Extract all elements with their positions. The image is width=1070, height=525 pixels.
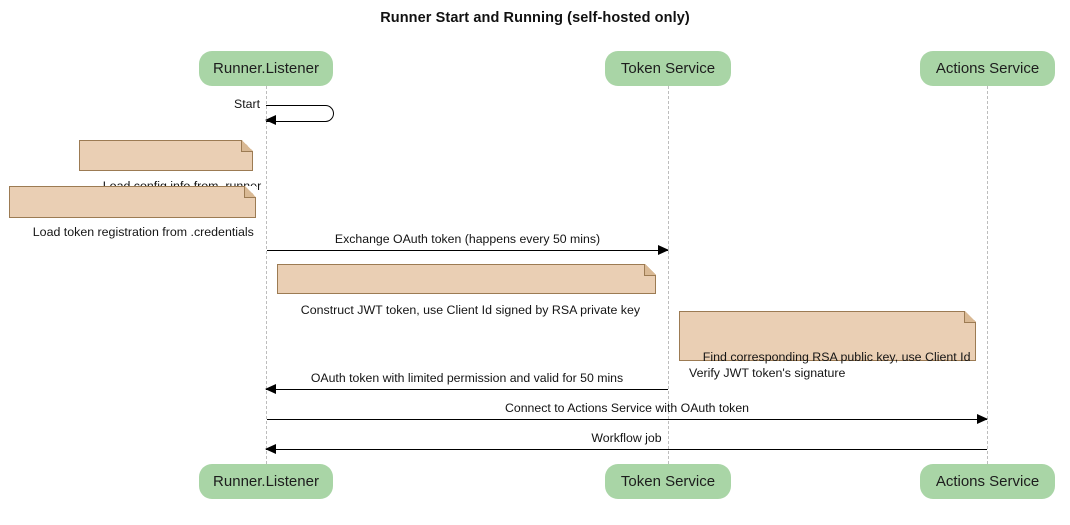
note-construct-jwt-token: Construct JWT token, use Client Id signe… xyxy=(277,264,656,317)
lifeline-token xyxy=(668,86,669,464)
participant-token-top-label: Token Service xyxy=(620,60,716,77)
message-line xyxy=(267,250,668,251)
note-verify-jwt-signature: Find corresponding RSA public key, use C… xyxy=(679,311,976,380)
message-connect-actions-service-label: Connect to Actions Service with OAuth to… xyxy=(504,401,750,415)
participant-actions-bottom-label: Actions Service xyxy=(935,473,1040,490)
participant-actions-bottom[interactable]: Actions Service xyxy=(920,464,1055,499)
message-line xyxy=(266,449,987,450)
note-load-token-registration: Load token registration from .credential… xyxy=(9,186,256,239)
participant-runner-top-label: Runner.Listener xyxy=(213,60,319,77)
arrowhead-left-icon xyxy=(265,444,276,454)
message-line xyxy=(266,389,668,390)
participant-actions-top[interactable]: Actions Service xyxy=(920,51,1055,86)
lifeline-runner xyxy=(266,86,267,464)
note-fold-corner-icon xyxy=(241,140,253,152)
note-fold-corner-icon xyxy=(964,311,976,323)
arrowhead-right-icon xyxy=(977,414,988,424)
note-fold-corner-icon xyxy=(644,264,656,276)
self-message-start-label: Start xyxy=(234,97,260,111)
message-oauth-token-returned-label: OAuth token with limited permission and … xyxy=(310,371,624,385)
arrowhead-left-icon xyxy=(265,384,276,394)
lifeline-actions xyxy=(987,86,988,464)
participant-token-bottom[interactable]: Token Service xyxy=(605,464,731,499)
participant-token-top[interactable]: Token Service xyxy=(605,51,731,86)
note-load-token-registration-text: Load token registration from .credential… xyxy=(32,225,254,239)
note-load-config: Load config info from .runner xyxy=(79,140,261,193)
note-verify-jwt-signature-text: Find corresponding RSA public key, use C… xyxy=(689,350,971,380)
note-fold-corner-icon xyxy=(244,186,256,198)
participant-token-bottom-label: Token Service xyxy=(620,473,716,490)
participant-runner-top[interactable]: Runner.Listener xyxy=(199,51,333,86)
message-line xyxy=(267,419,987,420)
diagram-title: Runner Start and Running (self-hosted on… xyxy=(380,10,690,26)
message-workflow-job-label: Workflow job xyxy=(591,431,662,445)
participant-runner-bottom-label: Runner.Listener xyxy=(213,473,319,490)
arrowhead-right-icon xyxy=(658,245,669,255)
participant-runner-bottom[interactable]: Runner.Listener xyxy=(199,464,333,499)
note-construct-jwt-token-text: Construct JWT token, use Client Id signe… xyxy=(300,303,641,317)
self-message-start-arrowhead xyxy=(265,115,276,125)
participant-actions-top-label: Actions Service xyxy=(935,60,1040,77)
self-message-start-loop xyxy=(266,105,334,122)
message-exchange-oauth-token-label: Exchange OAuth token (happens every 50 m… xyxy=(334,232,601,246)
